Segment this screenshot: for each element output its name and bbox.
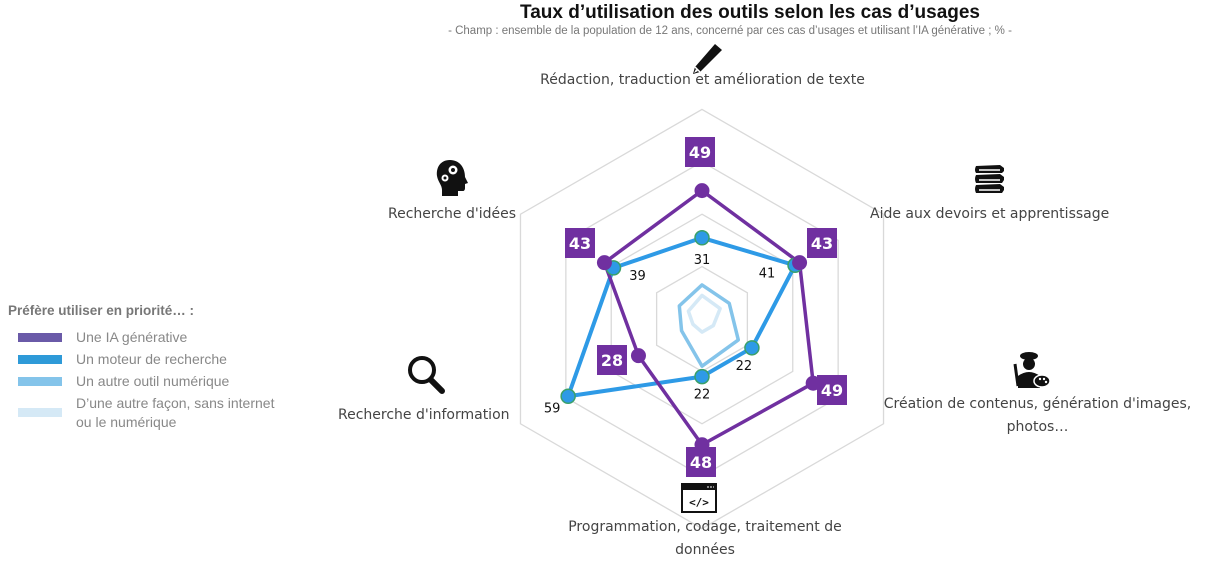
painter-icon xyxy=(1013,352,1051,388)
axis-label-devoirs: Aide aux devoirs et apprentissage xyxy=(870,206,1110,222)
data-label: 43 xyxy=(569,234,591,253)
data-label: 22 xyxy=(694,388,711,403)
data-point xyxy=(805,375,821,391)
legend-swatch xyxy=(18,355,62,364)
books-icon xyxy=(975,165,1004,193)
data-point xyxy=(744,340,760,356)
data-label: 59 xyxy=(544,401,561,416)
data-label-box xyxy=(686,447,716,477)
legend-label: Une IA générative xyxy=(76,329,188,345)
data-label: 48 xyxy=(690,453,712,472)
data-label-box xyxy=(817,375,847,405)
data-label: 43 xyxy=(811,234,833,253)
data-point xyxy=(596,255,612,271)
legend-item-moteur: Un moteur de recherche xyxy=(8,350,288,369)
legend-label: D’une autre façon, sans internet ou le n… xyxy=(76,395,275,430)
series-line xyxy=(602,188,815,447)
legend-label: Un moteur de recherche xyxy=(76,351,227,367)
axis-label-idees: Recherche d'idées xyxy=(388,206,517,222)
data-point xyxy=(694,183,710,199)
data-point xyxy=(560,388,576,405)
data-label: 39 xyxy=(629,269,646,284)
pencil-icon xyxy=(693,44,722,74)
series-line xyxy=(686,293,722,334)
legend-item-ia: Une IA générative xyxy=(8,328,288,347)
axis-label-programmation: Programmation, codage, traitement de don… xyxy=(568,519,842,558)
legend: Préfère utiliser en priorité… : Une IA g… xyxy=(8,303,288,435)
grid-ring xyxy=(519,108,885,530)
axis-label-creation: Création de contenus, génération d'image… xyxy=(883,396,1192,435)
data-label: 49 xyxy=(689,143,711,162)
series-line xyxy=(677,283,741,368)
chart-subtitle: - Champ : ensemble de la population de 1… xyxy=(448,25,1012,37)
data-label: 28 xyxy=(601,351,623,370)
head-gears-icon xyxy=(436,160,468,196)
legend-swatch xyxy=(18,333,62,342)
chart-title: Taux d’utilisation des outils selon les … xyxy=(520,2,980,23)
legend-item-autre-outil: Un autre outil numérique xyxy=(8,372,288,391)
data-label: 49 xyxy=(821,381,843,400)
code-window-icon: </> xyxy=(681,483,717,513)
axis-label-information: Recherche d'information xyxy=(338,407,510,423)
grid-ring xyxy=(565,161,839,477)
data-label-box xyxy=(807,228,837,258)
data-point xyxy=(694,230,710,246)
data-label: 31 xyxy=(694,253,711,268)
data-point xyxy=(792,255,808,271)
axis-label-redaction: Rédaction, traduction et amélioration de… xyxy=(540,72,865,88)
legend-title: Préfère utiliser en priorité… : xyxy=(8,303,195,318)
svg-text:</>: </> xyxy=(689,496,709,509)
data-label-box xyxy=(597,345,627,375)
legend-item-autre-facon: D’une autre façon, sans internet ou le n… xyxy=(8,394,288,432)
data-label-box xyxy=(685,137,715,167)
data-point xyxy=(694,368,710,385)
data-point xyxy=(630,348,646,364)
data-label-box xyxy=(565,228,595,258)
legend-label: Un autre outil numérique xyxy=(76,373,230,389)
data-label: 22 xyxy=(736,359,753,374)
magnifier-icon xyxy=(408,356,445,394)
legend-swatch xyxy=(18,377,62,386)
data-label: 41 xyxy=(759,266,776,281)
legend-swatch xyxy=(18,408,62,417)
